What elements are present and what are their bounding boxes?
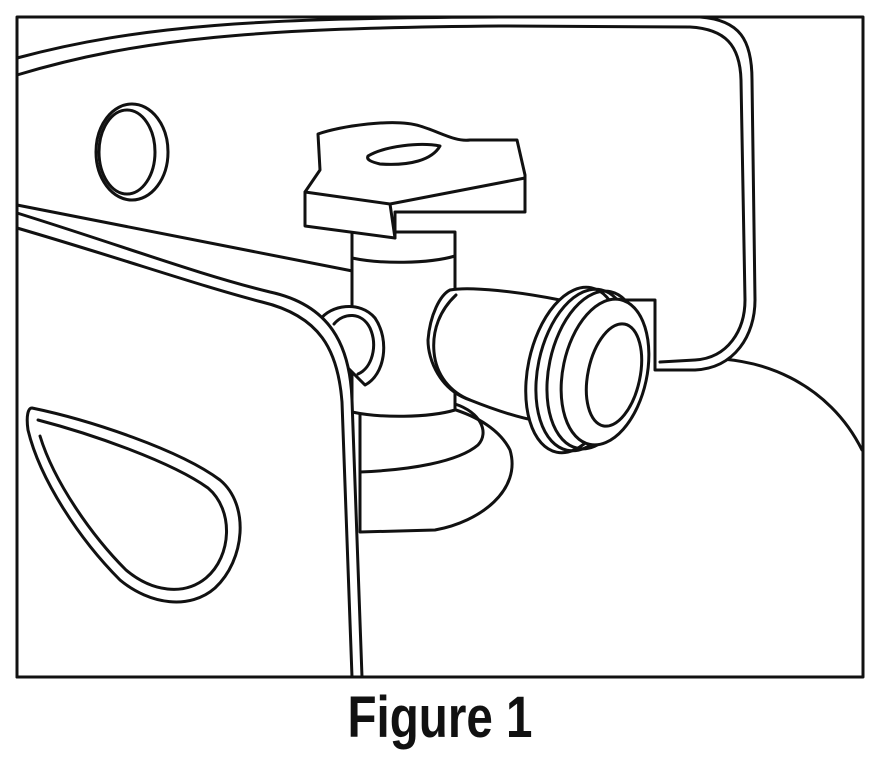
cylinder-body [688,357,864,452]
valve-base [358,397,514,534]
valve-handwheel [303,121,527,240]
figure-caption: Figure 1 [347,685,533,750]
collar-hole [94,102,170,202]
outlet-threads [524,285,651,455]
handle-cutout [25,406,242,604]
propane-tank-valve-illustration [15,15,865,679]
collar-ring [318,304,386,387]
